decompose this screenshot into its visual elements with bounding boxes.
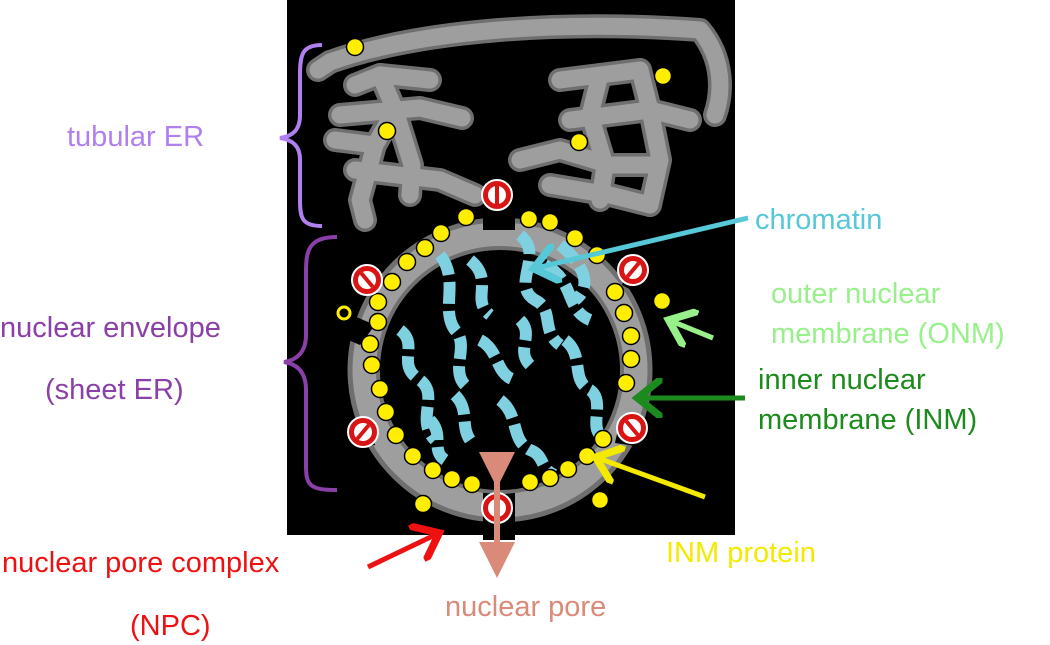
label-sheet-er: (sheet ER) [45,374,184,406]
label-nuclear-pore: nuclear pore [445,591,607,623]
label-chromatin: chromatin [755,204,883,236]
inm-protein-arrow [598,458,706,500]
label-inm-protein: INM protein [666,537,816,569]
tubular-er-network [306,14,732,232]
label-inm-line1: inner nuclear [758,364,926,396]
onm-arrow [671,321,714,338]
label-onm-line2: membrane (ONM) [771,318,1005,350]
label-tubular-er: tubular ER [67,121,205,153]
label-nuclear-envelope: nuclear envelope [0,312,221,344]
chromatin [395,230,606,481]
inm-proteins [336,37,673,514]
chromatin-arrow [536,215,749,268]
label-npc-line2: (NPC) [130,610,211,642]
tubular-er-brace [279,43,323,228]
label-npc-line1: nuclear pore complex [2,547,280,579]
label-onm-line1: outer nuclear [771,278,941,310]
nuclear-envelope-brace [283,235,338,492]
npc-arrow [366,534,437,570]
label-inm-line2: membrane (INM) [758,404,978,436]
